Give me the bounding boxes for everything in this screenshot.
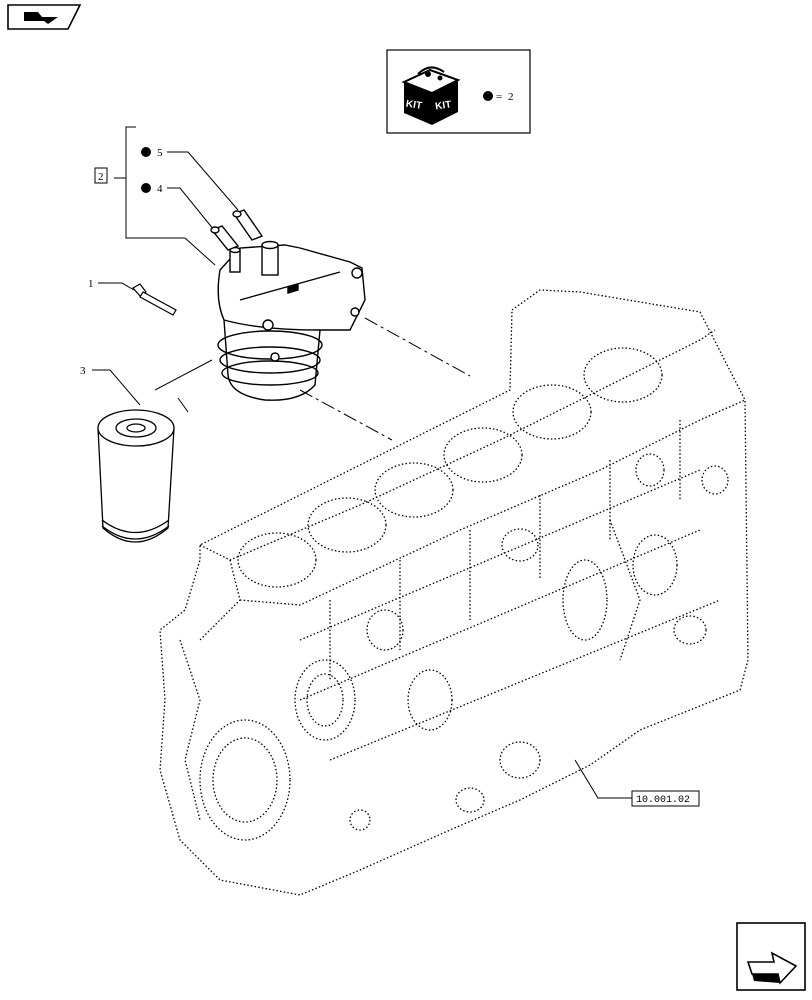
bolt-part[interactable] bbox=[132, 283, 177, 316]
item-5-bullet-icon bbox=[141, 147, 151, 157]
mounting-indicator bbox=[154, 359, 213, 413]
item-1-label[interactable]: 1 bbox=[88, 278, 94, 290]
group-reference-box[interactable]: 2 bbox=[94, 167, 108, 184]
kit-quantity: 2 bbox=[508, 91, 514, 103]
reference-leader bbox=[574, 759, 632, 799]
engine-block-part[interactable] bbox=[159, 289, 749, 896]
alignment-lines bbox=[299, 317, 471, 441]
item-4-leader bbox=[167, 187, 215, 231]
item-4-bullet-icon bbox=[141, 183, 151, 193]
kit-label-left: KIT bbox=[405, 99, 422, 112]
kit-bullet-icon bbox=[483, 91, 493, 101]
kit-box-icon: KIT KIT bbox=[401, 66, 461, 125]
kit-equals: = bbox=[496, 91, 502, 103]
item-5-label[interactable]: 5 bbox=[157, 147, 163, 159]
reference-label: 10.001.02 bbox=[636, 795, 690, 806]
group-reference-label: 2 bbox=[98, 171, 104, 183]
group-bracket bbox=[114, 126, 216, 266]
item-3-label[interactable]: 3 bbox=[80, 365, 86, 377]
item-5-leader bbox=[167, 151, 239, 211]
filter-cartridge-part[interactable] bbox=[97, 409, 175, 543]
kit-legend: KIT KIT = 2 bbox=[386, 49, 531, 134]
kit-label-right: KIT bbox=[435, 99, 452, 112]
filter-housing-part[interactable] bbox=[210, 209, 366, 401]
reference-tag[interactable]: 10.001.02 bbox=[631, 790, 700, 807]
nav-back-icon[interactable] bbox=[7, 4, 82, 30]
next-page-arrow-icon[interactable] bbox=[736, 922, 806, 991]
item-1-leader bbox=[98, 282, 135, 291]
item-4-label[interactable]: 4 bbox=[157, 183, 163, 195]
item-3-leader bbox=[92, 369, 141, 406]
